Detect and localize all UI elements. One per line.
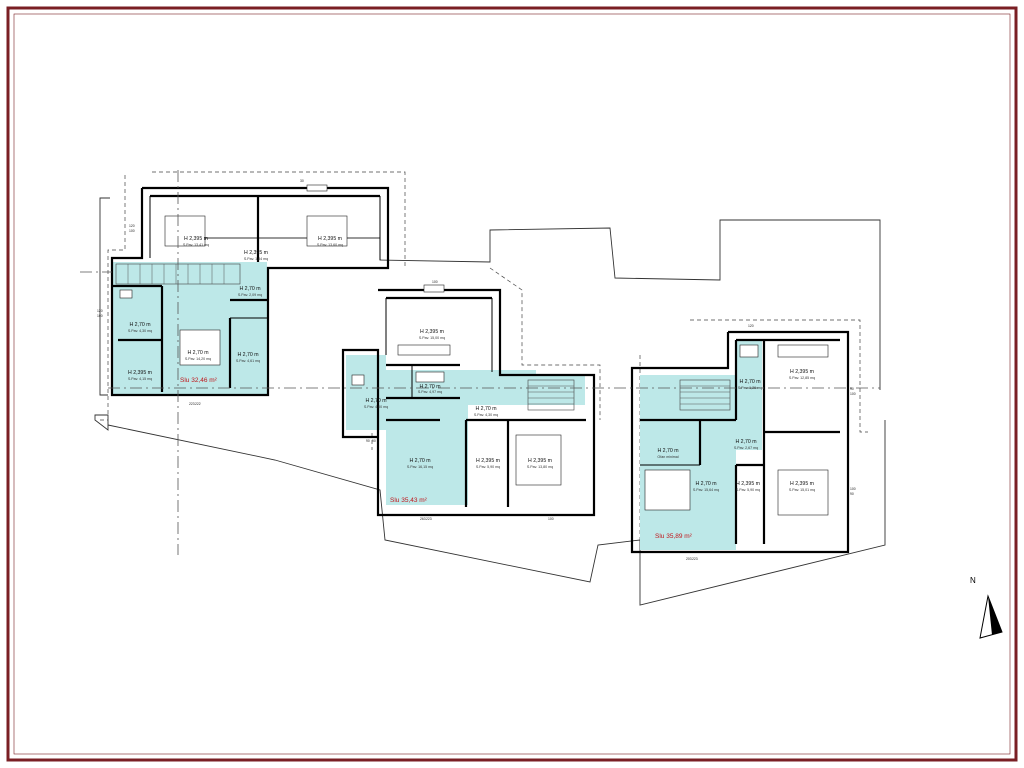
svg-text:100: 100 — [548, 517, 554, 521]
room-label: H 2,70 m — [735, 439, 756, 445]
room-area: S.Pav. 4,00 mq — [364, 405, 388, 409]
unit-a-labels: H 2,395 m S.Pav. 13,41 mq H 2,395 m S.Pa… — [128, 236, 343, 384]
svg-text:223: 223 — [426, 517, 432, 521]
room-area: S.Pav. 5,90 mq — [736, 488, 760, 492]
room-label: H 2,70 m — [239, 286, 260, 292]
room-area: S.Pav. 16,15 mq — [407, 465, 433, 469]
svg-text:223: 223 — [692, 557, 698, 561]
svg-text:100: 100 — [432, 280, 438, 284]
room-label: H 2,395 m — [128, 370, 152, 376]
area-label-unit-c: Slu 35,89 m² — [655, 533, 693, 540]
room-label: H 2,70 m — [237, 352, 258, 358]
room-area: S.Pav. 4,61 mq — [236, 359, 260, 363]
room-label: H 2,70 m — [419, 384, 440, 390]
room-area: S.Pav. 14,20 mq — [185, 357, 211, 361]
unit-b-labels: H 2,395 m S.Pav. 15,00 mq H 2,70 m S.Pav… — [364, 329, 553, 504]
svg-text:223: 223 — [189, 402, 195, 406]
room-label: H 2,395 m — [184, 236, 208, 242]
room-area: S.Pav. 15,64 mq — [693, 488, 719, 492]
unit-c-labels: H 2,70 m S.Pav. 1,26 mq H 2,395 m S.Pav.… — [655, 369, 815, 540]
room-area: S.Pav. 12,85 mq — [789, 376, 815, 380]
room-area: S.Pav. 2,67 mq — [734, 446, 758, 450]
room-area: S.Pav. 13,60 mq — [317, 243, 343, 247]
svg-text:90: 90 — [366, 439, 370, 443]
dimension-labels: 120 100 30 120 100 223 222 90 90 100 263… — [97, 179, 856, 561]
room-label: H 2,395 m — [420, 329, 444, 335]
svg-text:100: 100 — [97, 314, 103, 318]
svg-text:100: 100 — [850, 392, 856, 396]
section-axes — [80, 170, 880, 555]
area-label-unit-b: Slu 35,43 m² — [390, 497, 428, 504]
svg-text:90: 90 — [850, 387, 854, 391]
room-label: H 2,395 m — [790, 481, 814, 487]
room-area: S.Pav. 1,26 mq — [738, 386, 762, 390]
svg-text:90: 90 — [372, 439, 376, 443]
svg-text:100: 100 — [850, 487, 856, 491]
unit-a-walls — [110, 184, 390, 397]
unit-b-stair — [527, 379, 575, 411]
svg-text:120: 120 — [748, 324, 754, 328]
room-label: H 2,395 m — [736, 481, 760, 487]
svg-text:30: 30 — [300, 179, 304, 183]
unit-c-walls — [630, 330, 850, 554]
svg-text:120: 120 — [129, 224, 135, 228]
room-label: H 2,70 m — [187, 350, 208, 356]
room-label: H 2,395 m — [790, 369, 814, 375]
svg-text:90: 90 — [850, 492, 854, 496]
room-label: H 2,70 m — [409, 458, 430, 464]
room-area: S.Pav. 5,90 mq — [476, 465, 500, 469]
area-label-unit-a: Slu 32,46 m² — [180, 377, 218, 384]
room-label: H 2,70 m — [657, 448, 678, 454]
svg-text:203: 203 — [686, 557, 692, 561]
room-label: H 2,395 m — [528, 458, 552, 464]
svg-text:100: 100 — [129, 229, 135, 233]
room-area: S.Pav. 4,97 mq — [418, 390, 442, 394]
svg-text:263: 263 — [420, 517, 426, 521]
room-area: S.Pav. 4,30 mq — [128, 329, 152, 333]
room-area: S.Pav. 13,80 mq — [527, 465, 553, 469]
room-label: H 2,70 m — [365, 398, 386, 404]
room-label: H 2,70 m — [475, 406, 496, 412]
svg-text:N: N — [970, 576, 976, 585]
room-area: S.Pav. 2,09 mq — [238, 293, 262, 297]
room-label: H 2,395 m — [318, 236, 342, 242]
room-area: S.Pav. 13,41 mq — [183, 243, 209, 247]
unit-b-walls — [341, 284, 596, 517]
svg-text:222: 222 — [195, 402, 201, 406]
room-area: S.Pav. 15,00 mq — [419, 336, 445, 340]
room-area: S.Pav. 15,01 mq — [789, 488, 815, 492]
room-area: S.Pav. 1,84 mq — [244, 257, 268, 261]
room-label: H 2,70 m — [695, 481, 716, 487]
room-area: S.Pav. 4,30 mq — [474, 413, 498, 417]
room-label: H 2,395 m — [476, 458, 500, 464]
unit-c-stair — [679, 379, 731, 411]
room-area: S.Pav. 4,15 mq — [128, 377, 152, 381]
room-label: H 2,70 m — [129, 322, 150, 328]
north-arrow-icon: N — [970, 576, 1003, 639]
room-area: Ofan minimal — [657, 455, 678, 459]
room-label: H 2,70 m — [739, 379, 760, 385]
svg-text:120: 120 — [97, 309, 103, 313]
room-label: H 2,395 m — [244, 250, 268, 256]
